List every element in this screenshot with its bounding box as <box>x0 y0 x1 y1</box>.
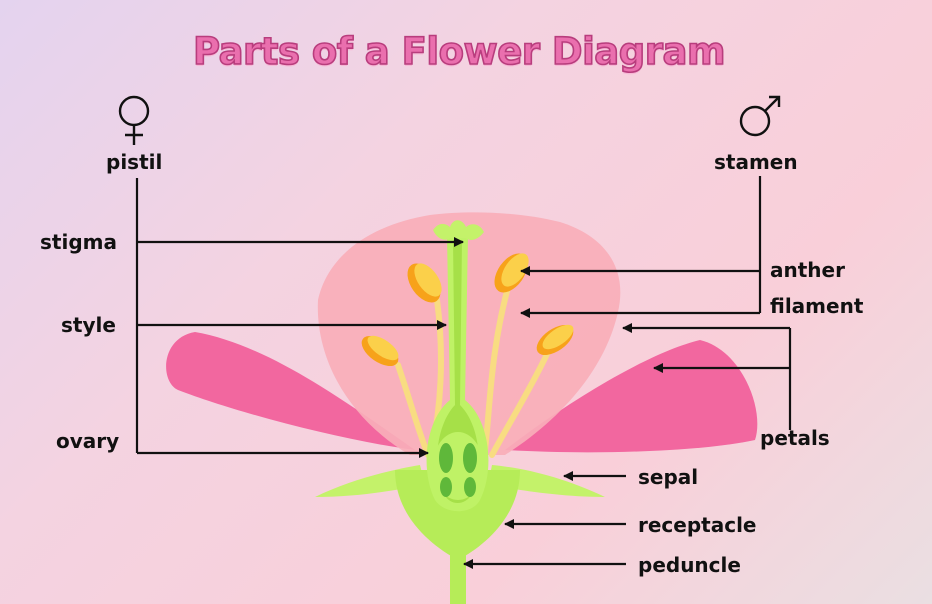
ovary-label: ovary <box>56 429 120 453</box>
lower-leader-lines <box>463 471 626 569</box>
pistil-leader-lines <box>135 178 464 458</box>
male-symbol-icon <box>739 95 781 137</box>
filament-label: filament <box>770 294 864 318</box>
female-symbol-icon <box>118 95 150 145</box>
peduncle-label: peduncle <box>638 553 741 577</box>
inner-petal <box>317 212 621 455</box>
stamen-label: stamen <box>714 150 798 174</box>
stigma-label: stigma <box>40 230 117 254</box>
petals-leader-lines <box>622 323 792 430</box>
pistil-label: pistil <box>106 150 163 174</box>
sepal-label: sepal <box>638 465 699 489</box>
anthers <box>361 253 574 367</box>
anther-label: anther <box>770 258 845 282</box>
stamen-leader-lines <box>520 176 762 318</box>
peduncle <box>450 548 466 604</box>
diagram-title: Parts of a Flower Diagram <box>192 29 726 74</box>
style-label: style <box>61 313 116 337</box>
pistil-structure <box>426 220 489 512</box>
receptacle-label: receptacle <box>638 513 757 537</box>
left-outer-petal <box>166 332 415 450</box>
receptacle <box>395 470 520 560</box>
petals-label: petals <box>760 426 830 450</box>
